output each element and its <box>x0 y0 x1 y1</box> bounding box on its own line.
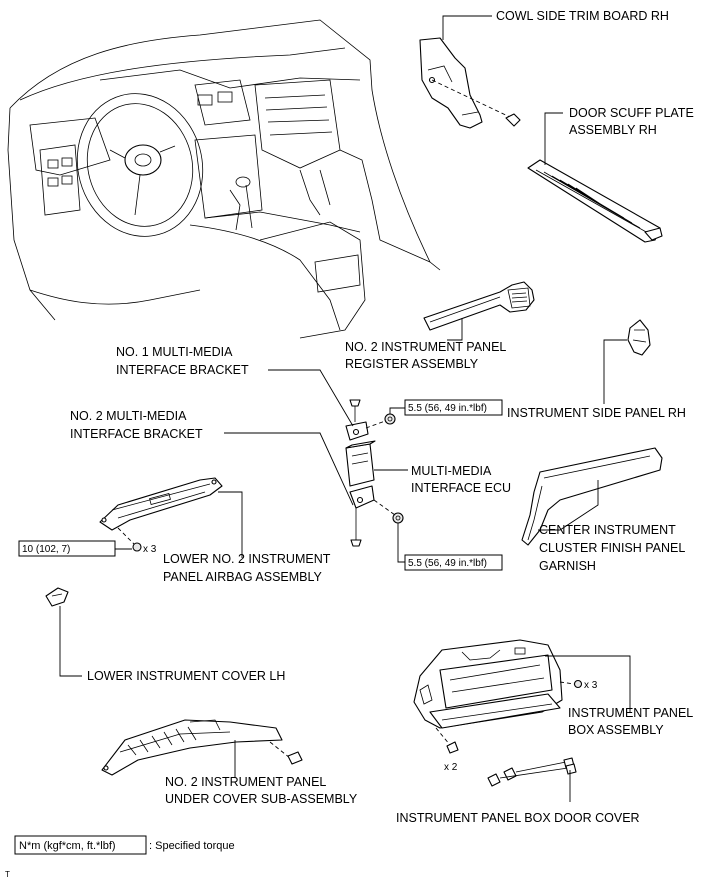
label-cowl-side-trim-board: COWL SIDE TRIM BOARD RH <box>496 9 669 23</box>
leader-no1-mm-bracket <box>268 369 354 427</box>
lower-cover-lh-part <box>45 587 69 607</box>
label-center-garnish-2: CLUSTER FINISH PANEL <box>539 541 685 555</box>
leader-door-scuff-plate <box>544 112 563 165</box>
qty-airbag-bolts: x 3 <box>143 544 157 555</box>
door-scuff-plate-part <box>527 159 663 243</box>
leader-center-garnish <box>538 480 599 531</box>
no2-register-part <box>423 281 535 331</box>
box-screw <box>573 679 583 689</box>
label-under-cover-2: UNDER COVER SUB-ASSEMBLY <box>165 792 358 806</box>
label-lower-airbag-1: LOWER NO. 2 INSTRUMENT <box>163 552 331 566</box>
footer-mark: T <box>5 870 10 879</box>
label-box-door-cover: INSTRUMENT PANEL BOX DOOR COVER <box>396 811 640 825</box>
label-mm-ecu-2: INTERFACE ECU <box>411 481 511 495</box>
lower-airbag-part <box>99 477 223 545</box>
box-bolt-line <box>435 727 451 746</box>
mm-bolt-top <box>349 399 361 422</box>
label-lower-airbag-2: PANEL AIRBAG ASSEMBLY <box>163 570 323 584</box>
airbag-bolt <box>132 542 142 552</box>
box-door-cover-parts <box>487 757 577 787</box>
label-lower-cover-lh: LOWER INSTRUMENT COVER LH <box>87 669 285 683</box>
label-no2-register-2: REGISTER ASSEMBLY <box>345 357 479 371</box>
torque-upper-value: 5.5 (56, 49 in.*lbf) <box>408 403 487 414</box>
leader-no2-mm-bracket <box>224 432 354 506</box>
label-box-assembly-2: BOX ASSEMBLY <box>568 723 664 737</box>
label-instrument-side-panel: INSTRUMENT SIDE PANEL RH <box>507 406 686 420</box>
torque-airbag-value: 10 (102, 7) <box>22 544 70 555</box>
torque-legend: N*m (kgf*cm, ft.*lbf) : Specified torque <box>14 835 235 855</box>
torque-box-upper: 5.5 (56, 49 in.*lbf) <box>404 399 503 416</box>
qty-box-bolts: x 2 <box>444 762 458 773</box>
mm-nut-upper <box>384 413 396 425</box>
under-cover-clip-line <box>269 741 291 759</box>
leader-lower-cover-lh <box>59 606 82 677</box>
label-mm-ecu-1: MULTI-MEDIA <box>411 464 492 478</box>
mm-bracket-no1 <box>345 421 369 441</box>
box-screw-line <box>559 681 575 685</box>
label-no2-mm-bracket-1: NO. 2 MULTI-MEDIA <box>70 409 187 423</box>
under-cover-part <box>101 719 283 776</box>
label-no2-register-1: NO. 2 INSTRUMENT PANEL <box>345 340 506 354</box>
mm-ecu-body <box>345 440 376 487</box>
leader-instrument-side-panel <box>603 339 627 404</box>
box-bolt <box>446 741 459 754</box>
label-center-garnish-3: GARNISH <box>539 559 596 573</box>
leader-lower-airbag <box>218 491 243 558</box>
label-under-cover-1: NO. 2 INSTRUMENT PANEL <box>165 775 326 789</box>
qty-box-screws: x 3 <box>584 680 598 691</box>
label-no2-mm-bracket-2: INTERFACE BRACKET <box>70 427 203 441</box>
dashboard-overview <box>7 19 441 339</box>
label-door-scuff-plate-2: ASSEMBLY RH <box>569 123 657 137</box>
cowl-side-trim-board-part <box>419 37 521 129</box>
torque-box-lower: 5.5 (56, 49 in.*lbf) <box>404 554 503 571</box>
torque-box-airbag: 10 (102, 7) <box>18 540 116 557</box>
label-door-scuff-plate-1: DOOR SCUFF PLATE <box>569 106 694 120</box>
under-cover-clip <box>287 751 303 765</box>
label-center-garnish-1: CENTER INSTRUMENT <box>539 523 676 537</box>
leader-torque-lower <box>397 523 405 563</box>
leader-box-assembly <box>545 655 631 712</box>
legend-text: : Specified torque <box>149 840 235 852</box>
instrument-panel-box-part <box>413 639 563 729</box>
mm-bolt-bottom <box>350 508 362 547</box>
leader-no2-register <box>447 318 463 341</box>
leader-torque-upper <box>389 407 405 414</box>
mm-nut-lower <box>392 512 404 524</box>
instrument-side-panel-part <box>627 319 651 356</box>
legend-unit: N*m (kgf*cm, ft.*lbf) <box>19 840 116 852</box>
center-garnish-part <box>521 447 663 546</box>
label-box-assembly-1: INSTRUMENT PANEL <box>568 706 693 720</box>
label-no1-mm-bracket-1: NO. 1 MULTI-MEDIA <box>116 345 233 359</box>
mm-bracket-no2 <box>349 485 375 509</box>
label-no1-mm-bracket-2: INTERFACE BRACKET <box>116 363 249 377</box>
leader-cowl-side-trim <box>442 15 492 40</box>
torque-lower-value: 5.5 (56, 49 in.*lbf) <box>408 558 487 569</box>
